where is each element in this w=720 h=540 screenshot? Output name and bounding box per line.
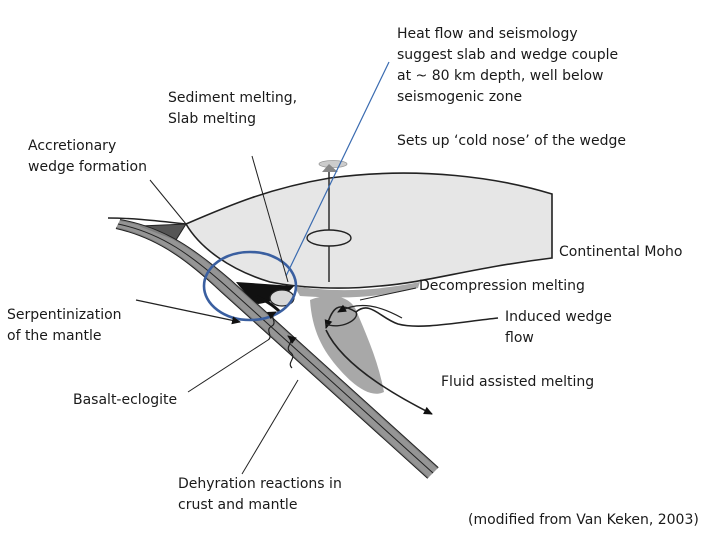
label-cold-nose: Sets up ‘cold nose’ of the wedge xyxy=(397,133,626,149)
dehydration-leader xyxy=(241,379,299,475)
volcano-icon xyxy=(318,160,348,172)
basalt-leader xyxy=(187,339,269,393)
label-accretionary-wedge: Accretionary wedge formation xyxy=(28,138,147,175)
decompression-leader xyxy=(359,287,417,301)
label-heat-flow: Heat flow and seismology suggest slab an… xyxy=(397,26,619,105)
slab-fill xyxy=(116,220,438,478)
dehydration-arrow-2 xyxy=(267,311,277,341)
slab-mid-line xyxy=(117,223,434,474)
seafloor-line xyxy=(107,217,187,225)
slab-bottom xyxy=(115,227,429,479)
induced-flow-loop xyxy=(325,311,358,327)
label-dehydration: Dehyration reactions in crust and mantle xyxy=(178,476,342,513)
label-fluid-assisted-melting: Fluid assisted melting xyxy=(441,374,595,390)
credit-text: (modified from Van Keken, 2003) xyxy=(468,512,699,528)
serpentinization-arrow xyxy=(135,299,241,325)
continental-crust xyxy=(184,172,553,289)
fluid-melting-arrow xyxy=(325,329,433,415)
sediment-leader xyxy=(251,155,289,283)
label-decompression-melting: Decompression melting xyxy=(419,278,585,294)
label-continental-moho: Continental Moho xyxy=(559,244,683,260)
wedge-return-arrow xyxy=(337,304,403,319)
label-basalt-eclogite: Basalt-eclogite xyxy=(73,392,178,408)
coupling-zone-circle xyxy=(202,250,298,322)
dehydration-arrow-1 xyxy=(287,335,297,369)
label-serpentinization: Serpentinization of the mantle xyxy=(7,307,122,344)
accretionary-leader xyxy=(149,179,187,225)
heat-flow-leader xyxy=(285,61,390,277)
label-induced-wedge-flow: Induced wedge flow xyxy=(505,309,612,346)
cold-nose-tail xyxy=(255,294,282,314)
label-sediment-melting: Sediment melting, Slab melting xyxy=(168,90,298,127)
magma-chamber xyxy=(306,229,352,247)
cold-nose-fill xyxy=(236,282,294,304)
